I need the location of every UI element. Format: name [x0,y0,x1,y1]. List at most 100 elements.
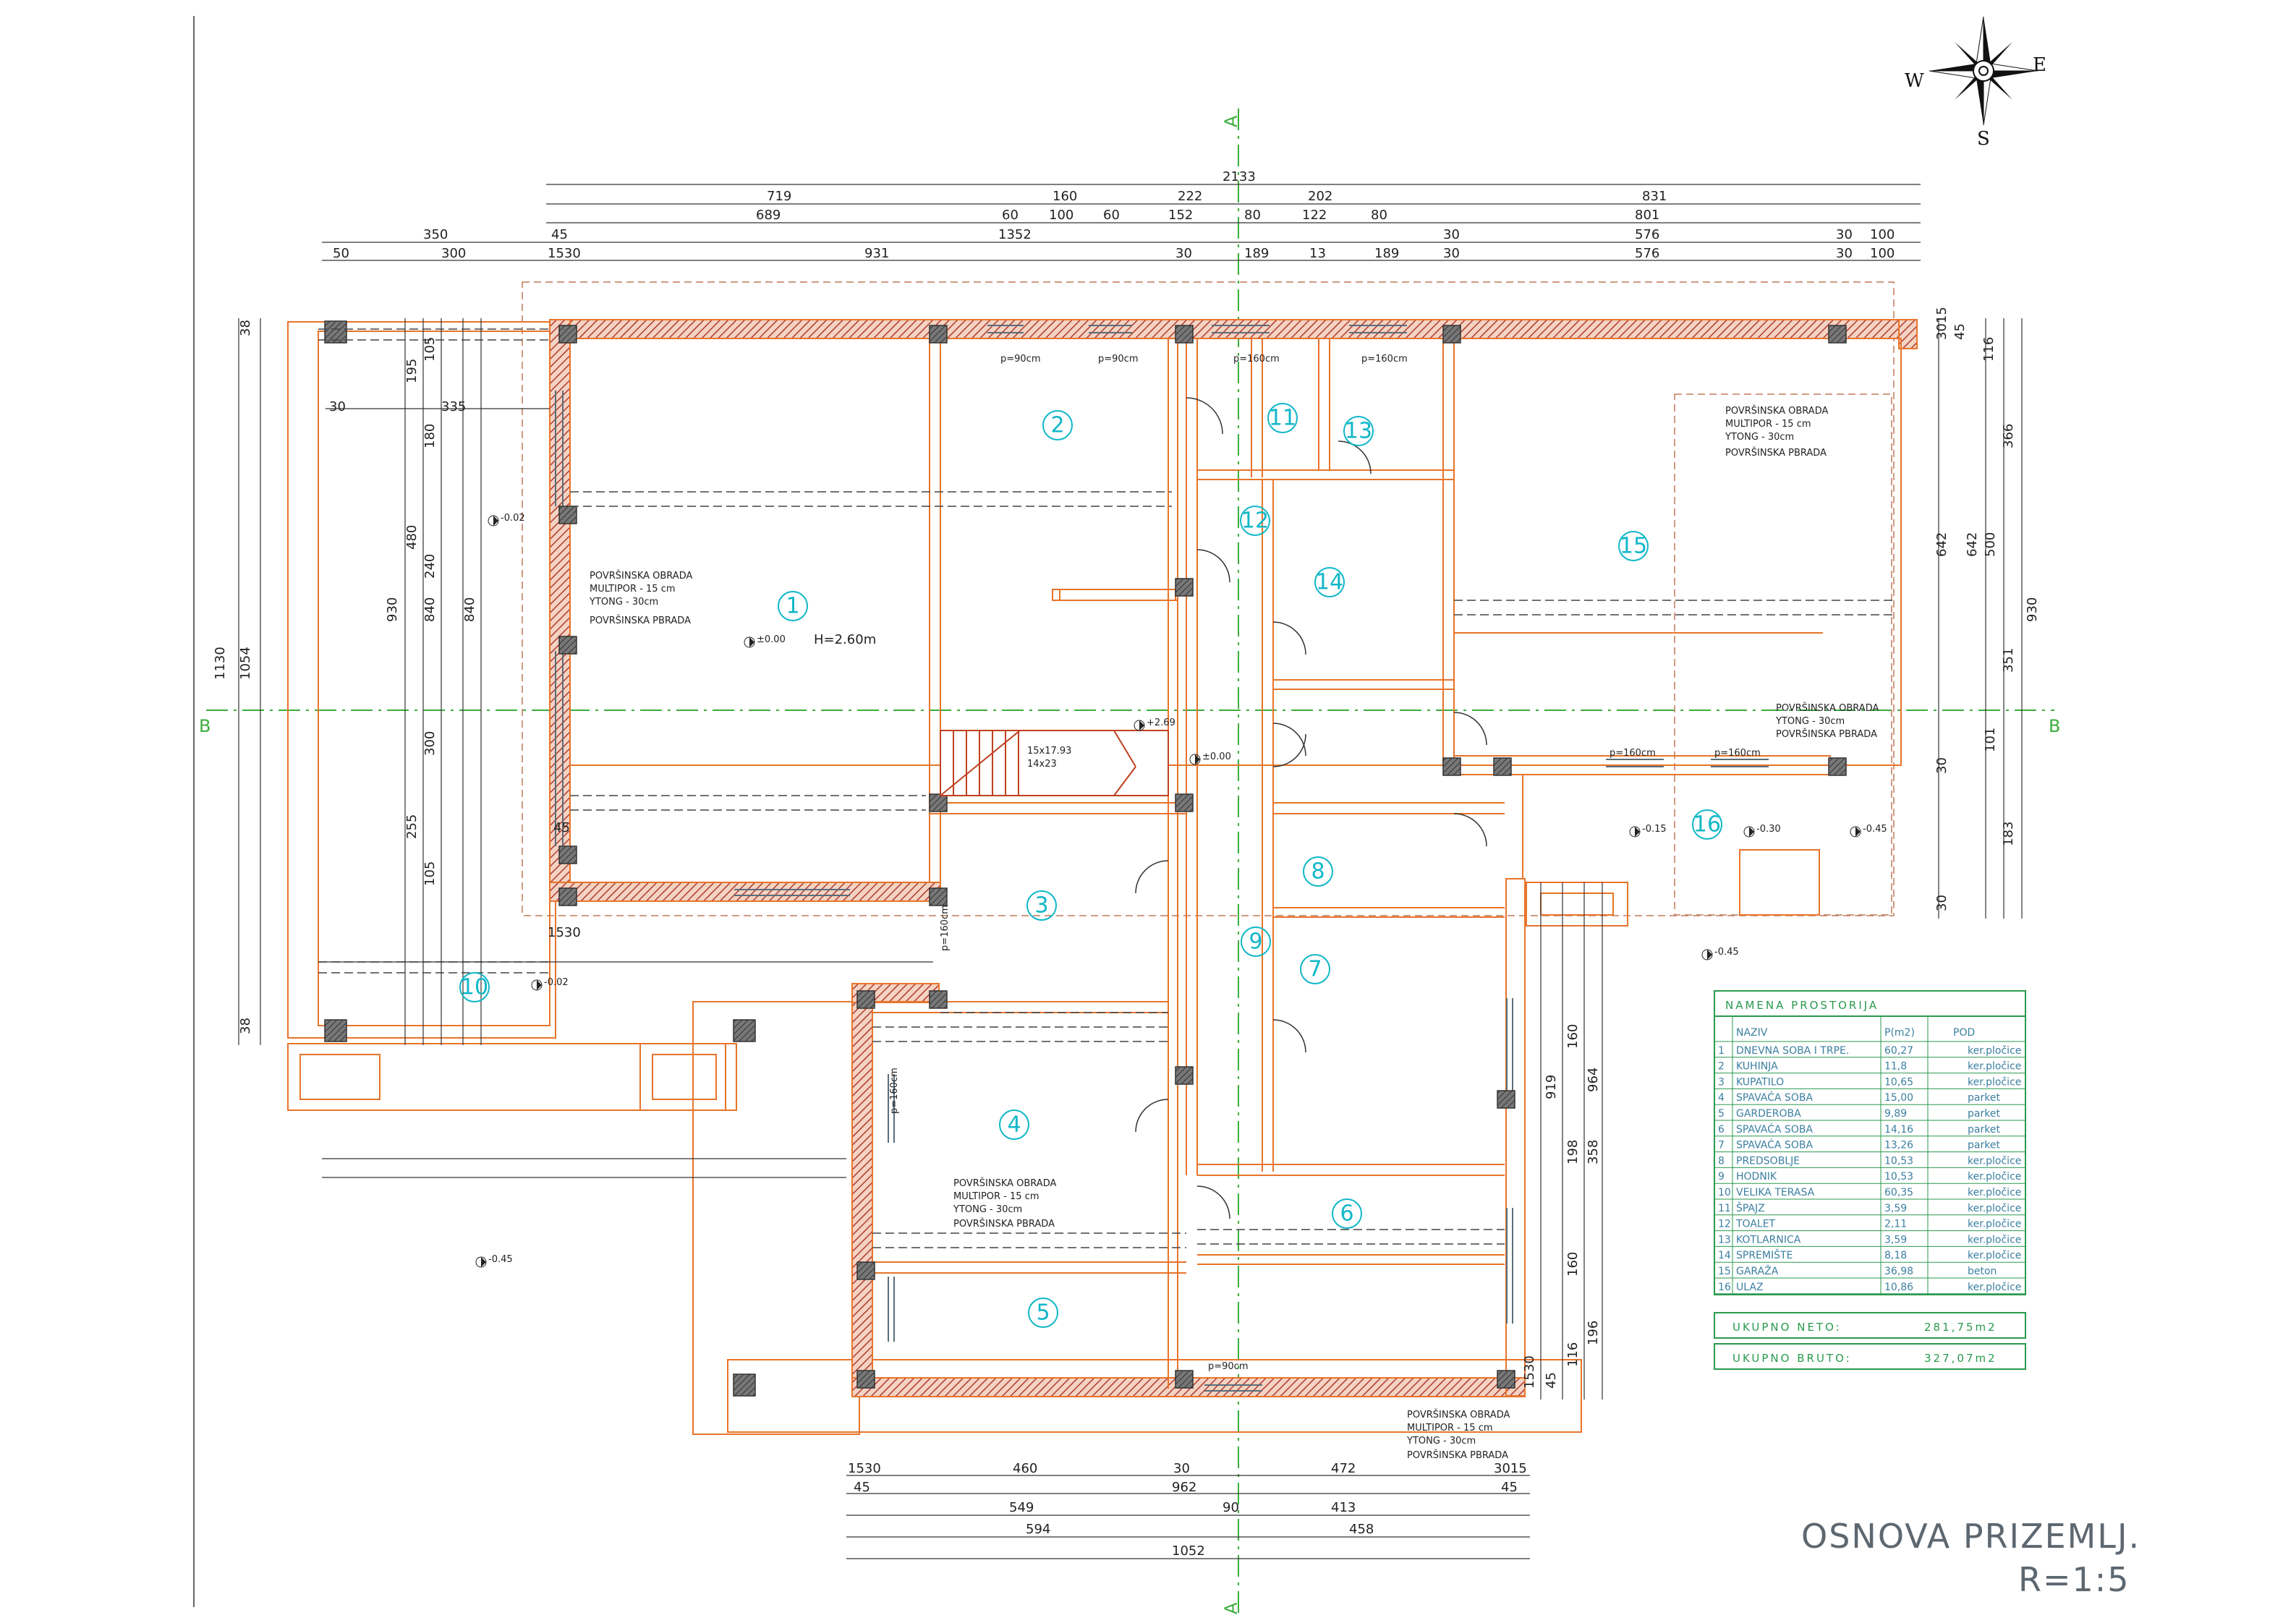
note1-line2: MULTIPOR - 15 cm [590,584,676,595]
bdim-458: 458 [1349,1522,1374,1537]
ceiling-lines [318,328,1895,1248]
legend-row-area: 36,98 [1884,1266,1913,1277]
legend-row-name: HODNIK [1736,1171,1777,1183]
legend-row-area: 14,16 [1884,1124,1913,1136]
legend-row-floor: parket [1968,1140,2000,1151]
note3-line3: YTONG - 30cm [953,1204,1022,1215]
level-marker-6: -0.15 [1629,824,1667,838]
note5-line2: YTONG - 30cm [1775,716,1845,727]
bdim-90: 90 [1223,1500,1239,1515]
door-swings [1135,397,1487,1219]
room-number-16: 16 [1693,812,1721,838]
roof-outline [522,281,1895,916]
axis-b-left-label: B [199,716,211,736]
svg-text:-0.15: -0.15 [1642,824,1667,835]
legend-row-area: 60,35 [1884,1187,1913,1198]
ldim-1130: 1130 [213,647,228,680]
room-number-5: 5 [1036,1300,1050,1326]
legend-bruto-value: 327,07m2 [1924,1352,1997,1365]
ldim-105a: 105 [422,861,438,886]
legend-row-name: KOTLARNICA [1736,1234,1801,1245]
svg-text:±0.00: ±0.00 [1202,751,1231,762]
rdim-1530: 1530 [1522,1355,1537,1389]
legend-header-area: P(m2) [1884,1027,1915,1039]
bdim-1052: 1052 [1172,1543,1205,1559]
svg-text:-0.02: -0.02 [501,513,525,524]
legend-row-name: SPAVAĆA SOBA [1736,1138,1813,1151]
rdim-358: 358 [1586,1140,1601,1164]
legend-title: NAMENA PROSTORIJA [1725,999,1879,1012]
note3-line4: POVRŠINSKA PBRADA [953,1218,1055,1230]
legend-row-number: 14 [1718,1250,1731,1261]
room-number-2: 2 [1050,413,1064,438]
legend-row-number: 16 [1718,1282,1731,1293]
note2-line4: POVRŠINSKA PBRADA [1725,447,1827,459]
rdim-642a: 642 [1934,532,1950,557]
legend-row-name: TOALET [1735,1219,1776,1230]
note1-line1: POVRŠINSKA OBRADA [590,570,692,582]
rdim-45b: 45 [1544,1372,1559,1389]
structural-columns [324,320,1847,1397]
room-1-height: H=2.60m [814,632,876,647]
dim-80a: 80 [1244,208,1261,223]
rdim-116: 116 [1981,337,1997,362]
svg-text:-0.30: -0.30 [1756,824,1781,835]
legend-row-floor: ker.pločice [1968,1171,2021,1183]
legend-row-name: ŠPAJZ [1736,1201,1765,1214]
ldim-255: 255 [404,814,420,839]
note1-line4: POVRŠINSKA PBRADA [590,615,691,626]
axis-b-right-label: B [2049,716,2060,736]
legend-row-number: 6 [1718,1124,1725,1136]
dim-50: 50 [333,246,349,261]
level-marker-9: -0.45 [1701,947,1739,960]
room-number-10: 10 [461,975,488,1000]
room-number-9: 9 [1249,929,1262,955]
dim-1530: 1530 [548,246,581,261]
legend-row-number: 13 [1718,1234,1731,1245]
bdim-460: 460 [1013,1461,1037,1476]
dim-100a: 100 [1049,208,1073,223]
legend-row-name: KUHINJA [1736,1061,1778,1073]
room-number-8: 8 [1311,859,1325,885]
bdim-594: 594 [1026,1522,1050,1537]
legend-row-area: 15,00 [1884,1092,1913,1104]
legend-row-name: GARAŽA [1736,1264,1779,1277]
dim-189b: 189 [1374,246,1399,261]
dim-300: 300 [441,246,466,261]
legend-row-name: ULAZ [1736,1282,1764,1293]
rdim-45: 45 [1952,323,1968,340]
windows [555,325,1769,1392]
dim-719: 719 [767,189,791,204]
grid-axes: A A B B [199,108,2060,1614]
legend-header-name: NAZIV [1736,1027,1768,1039]
legend-row-floor: ker.pločice [1968,1219,2021,1230]
note5-line3: POVRŠINSKA PBRADA [1776,728,1877,740]
rdim-196: 196 [1586,1321,1601,1345]
room-number-6: 6 [1340,1201,1353,1227]
dim-45: 45 [551,227,568,242]
right-dimension-chains [1540,318,2023,1400]
note3-line2: MULTIPOR - 15 cm [953,1191,1039,1202]
legend-row-floor: beton [1968,1266,1997,1277]
note4-line1: POVRŠINSKA OBRADA [1407,1409,1510,1420]
right-dimension-text: 3015 45 116 366 642 642 500 930 351 101 … [1522,307,2040,1389]
legend-row-number: 15 [1718,1266,1731,1277]
svg-text:-0.45: -0.45 [488,1254,513,1265]
legend-row-name: PREDSOBLJE [1736,1155,1800,1167]
rdim-930: 930 [2025,597,2040,622]
ldim-30: 30 [329,399,346,414]
dim-801: 801 [1635,208,1659,223]
dim-931: 931 [864,246,889,261]
door-label-6: p=160cm [1714,748,1761,759]
bdim-45b: 45 [1501,1480,1518,1495]
compass-w: W [1905,70,1924,92]
ldim-480: 480 [404,525,420,550]
legend-row-number: 7 [1718,1140,1725,1151]
dim-30e: 30 [1836,246,1853,261]
legend-row-name: DNEVNA SOBA I TRPE. [1736,1045,1849,1057]
sheet-title: OSNOVA PRIZEMLJ. R=1:5 [1801,1517,2139,1599]
stair-label-2: 14x23 [1027,759,1057,770]
rdim-366: 366 [2001,424,2016,448]
legend-neto-value: 281,75m2 [1924,1321,1997,1334]
